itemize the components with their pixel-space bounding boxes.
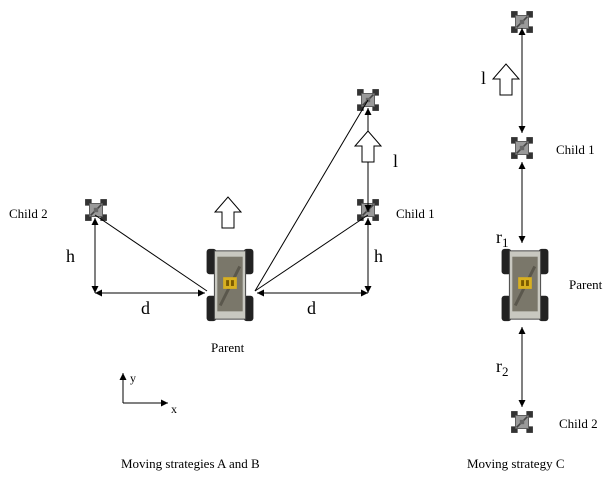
child1-label-left: Child 1 (396, 206, 435, 221)
d-right-label: d (307, 298, 316, 318)
child1-label-right: Child 1 (556, 142, 595, 157)
x-axis-label: x (171, 402, 177, 416)
child2-robot-right (510, 410, 534, 434)
l-left-label: l (393, 151, 398, 171)
r2-sub: 2 (502, 364, 509, 379)
child1-robot-right (510, 136, 534, 160)
r1-main: r (496, 227, 502, 247)
link-child2-parent (94, 214, 208, 292)
child1-motion-arrow-right (491, 63, 521, 96)
child2-label-right: Child 2 (559, 416, 598, 431)
child2-robot-left (84, 198, 108, 222)
y-axis-label: y (130, 371, 136, 385)
d-left-label: d (141, 298, 150, 318)
h-right-label: h (374, 246, 383, 266)
caption-right: Moving strategy C (467, 456, 565, 471)
parent-motion-arrow (213, 196, 243, 229)
right-panel: l Child 1 Parent Child 2 r1 r2 Moving st… (467, 10, 603, 471)
parent-robot-left (204, 247, 256, 323)
left-panel: Child 2 Child 1 Parent h h d d l y x Mov… (9, 88, 435, 471)
r2-main: r (496, 356, 502, 376)
l-right-label: l (481, 68, 486, 88)
caption-left: Moving strategies A and B (121, 456, 260, 471)
link-parent-child1-target (254, 99, 369, 292)
r1-sub: 1 (502, 235, 509, 250)
link-parent-child1 (254, 214, 369, 292)
r1-label: r1 (496, 227, 509, 250)
r2-label: r2 (496, 356, 509, 379)
child1-motion-arrow (353, 130, 383, 163)
parent-label-right: Parent (569, 277, 603, 292)
child2-label-left: Child 2 (9, 206, 48, 221)
parent-robot-right (500, 247, 550, 323)
parent-label-left: Parent (211, 340, 245, 355)
h-left-label: h (66, 246, 75, 266)
